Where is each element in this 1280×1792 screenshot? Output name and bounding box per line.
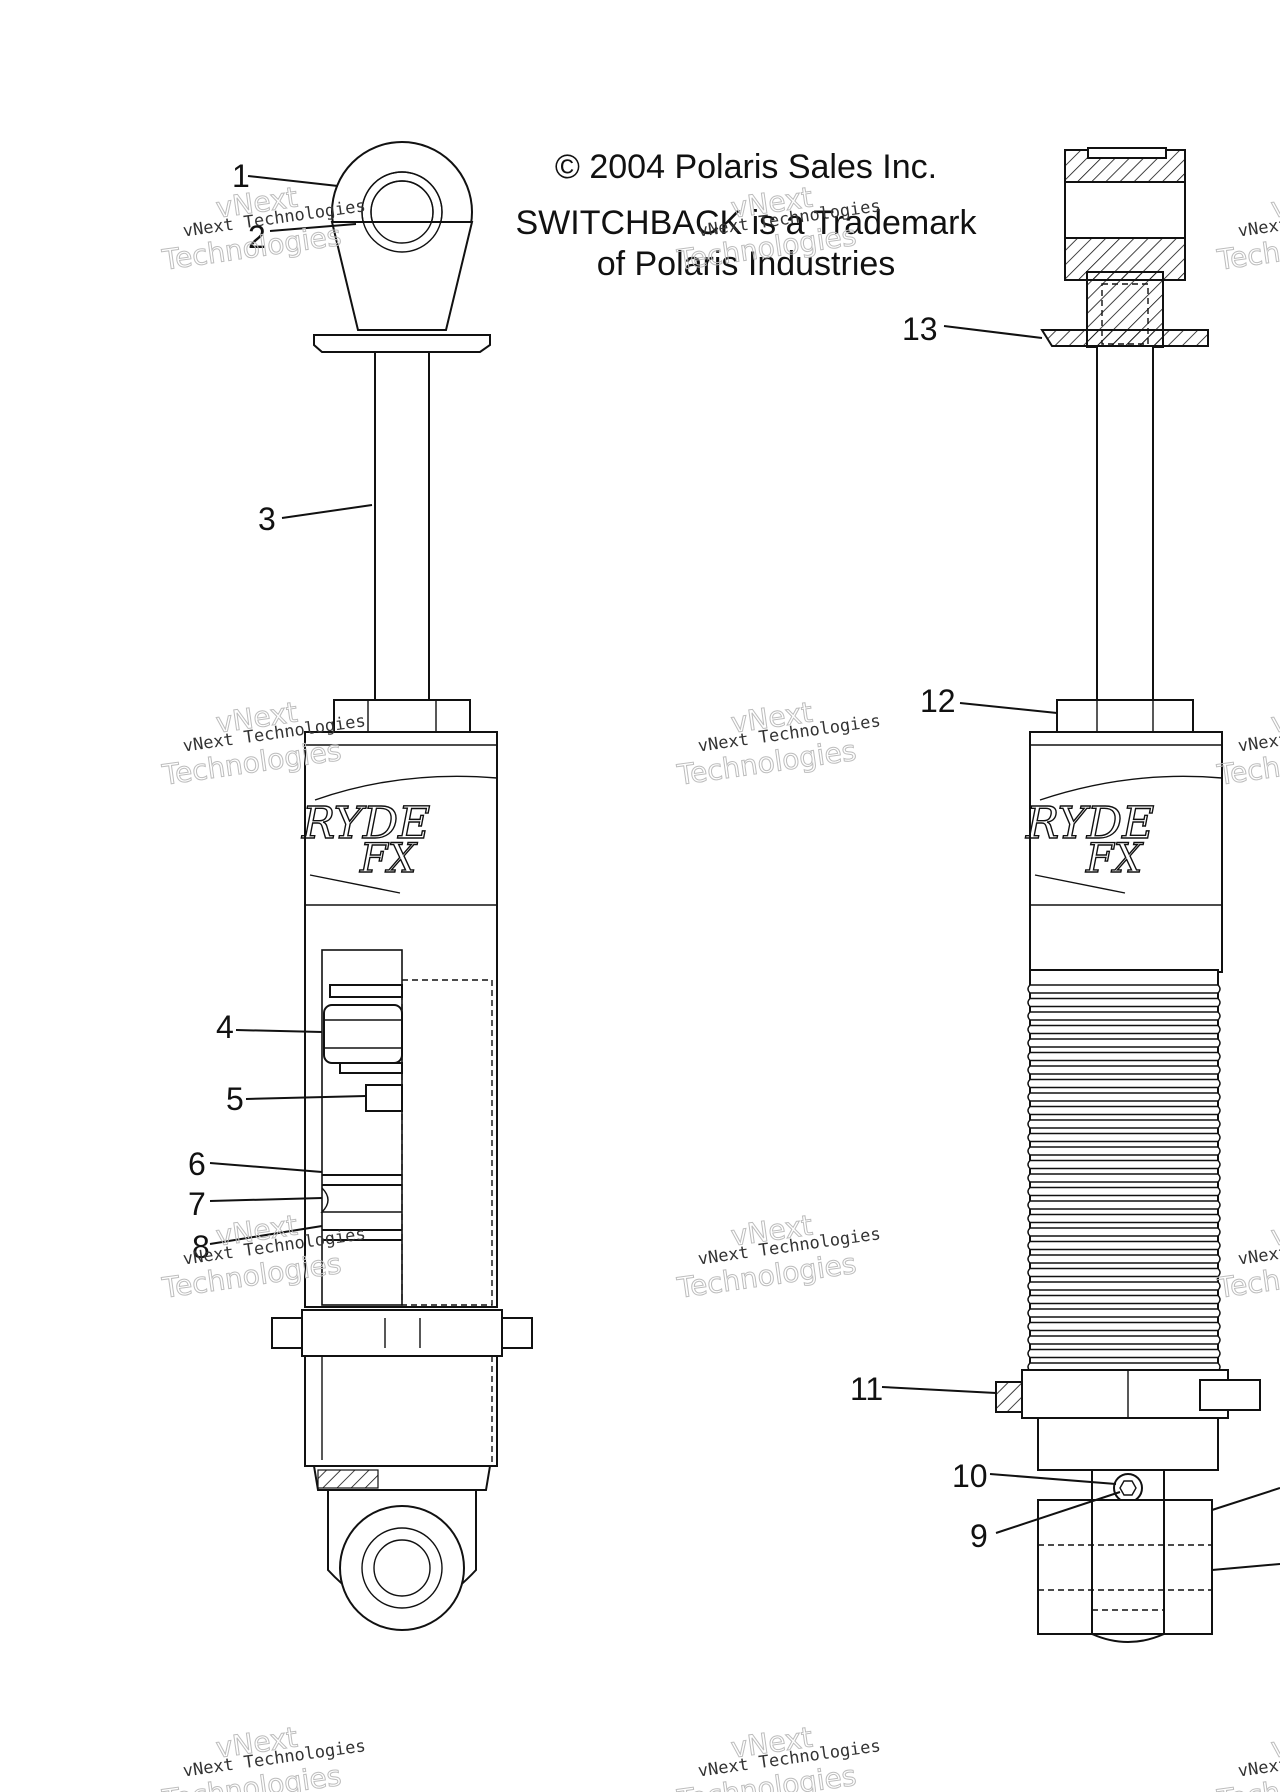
watermark-vnext: vNext [1269, 1209, 1280, 1253]
svg-text:FX: FX [1085, 836, 1144, 882]
callout-9: 9 [970, 1518, 988, 1554]
callout-10: 10 [952, 1458, 988, 1494]
callout-3: 3 [258, 501, 276, 537]
svg-text:FX: FX [359, 836, 418, 882]
copyright-text: © 2004 Polaris Sales Inc. [555, 148, 937, 186]
svg-text:RYDE: RYDE [301, 798, 430, 849]
callout-6: 6 [188, 1146, 206, 1182]
callout-2: 2 [248, 219, 266, 255]
trademark-text-line1: SWITCHBACK is a Trademark [516, 204, 978, 242]
trademark-text-line2: of Polaris Industries [597, 245, 896, 283]
callout-1: 1 [232, 158, 250, 194]
left-shock-drawing: RYDE FX [271, 141, 533, 1631]
callout-12: 12 [920, 683, 956, 719]
watermark-vnext: vNext [1269, 1721, 1280, 1765]
header-text: © 2004 Polaris Sales Inc. SWITCHBACK is … [516, 148, 978, 283]
spring-coils [1027, 969, 1221, 1372]
watermark-vnext: vNext [1269, 696, 1280, 740]
leader-lines [209, 175, 1280, 1571]
callout-7: 7 [188, 1186, 206, 1222]
callout-8: 8 [192, 1229, 210, 1265]
callout-13: 13 [902, 311, 938, 347]
callout-4: 4 [216, 1009, 234, 1045]
callout-11: 11 [850, 1371, 883, 1407]
watermark-vnext: vNext [1269, 181, 1280, 225]
right-shock-drawing: RYDE FX [995, 147, 1261, 1643]
svg-text:RYDE: RYDE [1025, 798, 1154, 849]
callout-5: 5 [226, 1081, 244, 1117]
callout-labels: 1 2 3 4 5 6 7 8 9 10 11 12 13 [188, 158, 988, 1554]
